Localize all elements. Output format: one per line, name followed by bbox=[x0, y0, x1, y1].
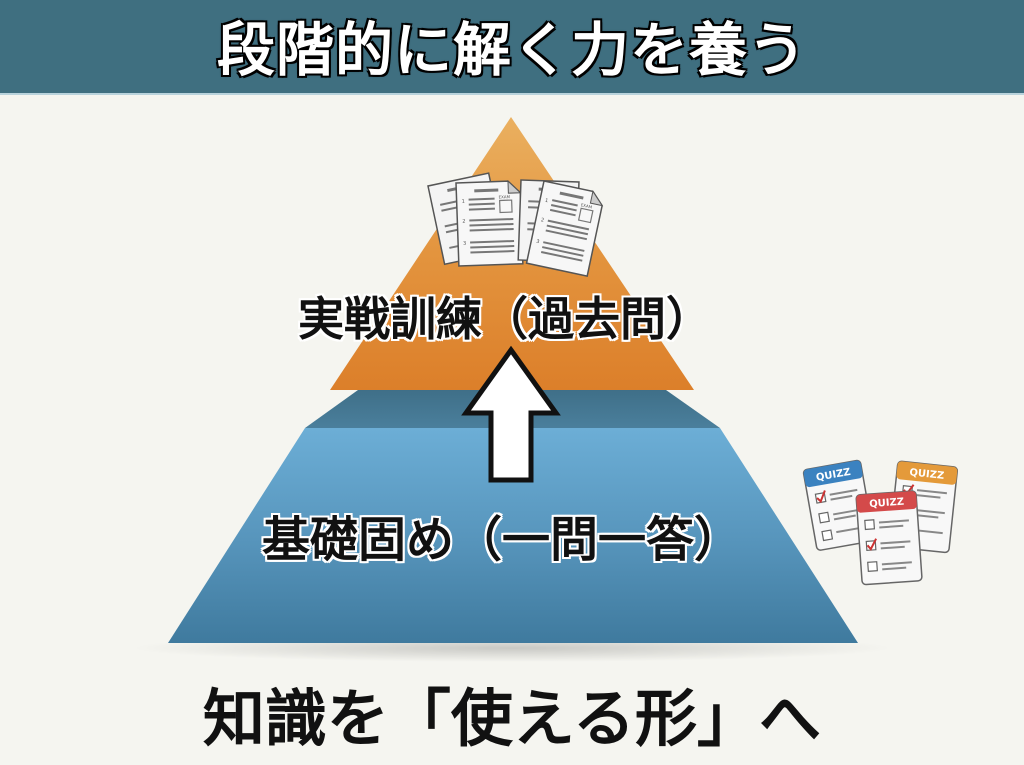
svg-text:1: 1 bbox=[544, 198, 548, 205]
bottom-tier bbox=[168, 428, 858, 643]
footer-caption: 知識を「使える形」へ bbox=[202, 682, 822, 755]
svg-text:EXAM: EXAM bbox=[498, 194, 510, 199]
page-title: 段階的に解く力を養う bbox=[216, 15, 807, 85]
svg-text:EXAM: EXAM bbox=[580, 202, 593, 209]
svg-text:2: 2 bbox=[540, 217, 544, 224]
svg-text:QUIZZ: QUIZZ bbox=[909, 467, 945, 482]
svg-text:3: 3 bbox=[536, 239, 540, 246]
svg-text:1: 1 bbox=[462, 199, 465, 205]
quiz-cards-icon: QUIZZ QUIZZ QUIZZ bbox=[802, 459, 959, 586]
bottom-tier-label: 基礎固め（一問一答） bbox=[262, 512, 743, 568]
exam-papers-icon: 1 EXAM 2 3 1 bbox=[427, 172, 604, 277]
svg-text:2: 2 bbox=[462, 219, 465, 225]
svg-text:QUIZZ: QUIZZ bbox=[869, 497, 905, 510]
svg-text:3: 3 bbox=[463, 241, 466, 247]
header-banner: 段階的に解く力を養う bbox=[0, 0, 1024, 95]
top-tier-label: 実戦訓練（過去問） bbox=[298, 292, 712, 346]
arrow-up-icon bbox=[461, 345, 561, 483]
